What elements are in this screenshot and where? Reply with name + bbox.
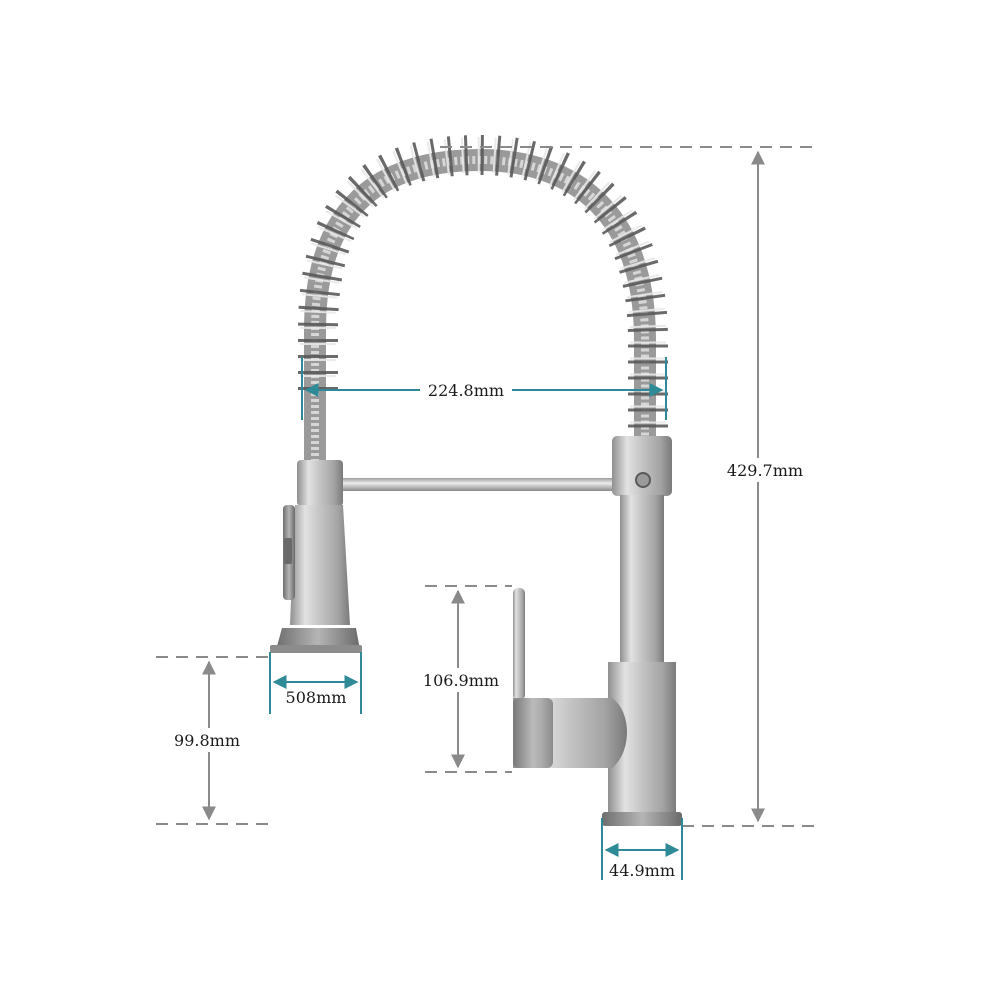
kitchen-faucet-icon xyxy=(270,134,682,826)
faucet-spray-head xyxy=(290,505,350,625)
faucet-release-button xyxy=(635,472,651,488)
faucet-right-collar xyxy=(612,436,672,496)
faucet-handle-lever xyxy=(513,588,525,700)
faucet-support-bar xyxy=(335,478,615,491)
faucet-base xyxy=(608,662,676,815)
handle-height-label: 106.9mm xyxy=(423,671,499,690)
spout-reach-label: 224.8mm xyxy=(428,381,504,400)
faucet-spray-collar xyxy=(297,460,343,506)
faucet-hose xyxy=(304,148,656,473)
spray-drop-label: 99.8mm xyxy=(174,731,240,750)
faucet-spring-coil xyxy=(298,134,668,430)
base-diameter-label: 44.9mm xyxy=(609,861,675,880)
total-height-label: 429.7mm xyxy=(727,461,803,480)
spray-width-label: 508mm xyxy=(286,688,347,707)
faucet-column xyxy=(620,495,664,665)
